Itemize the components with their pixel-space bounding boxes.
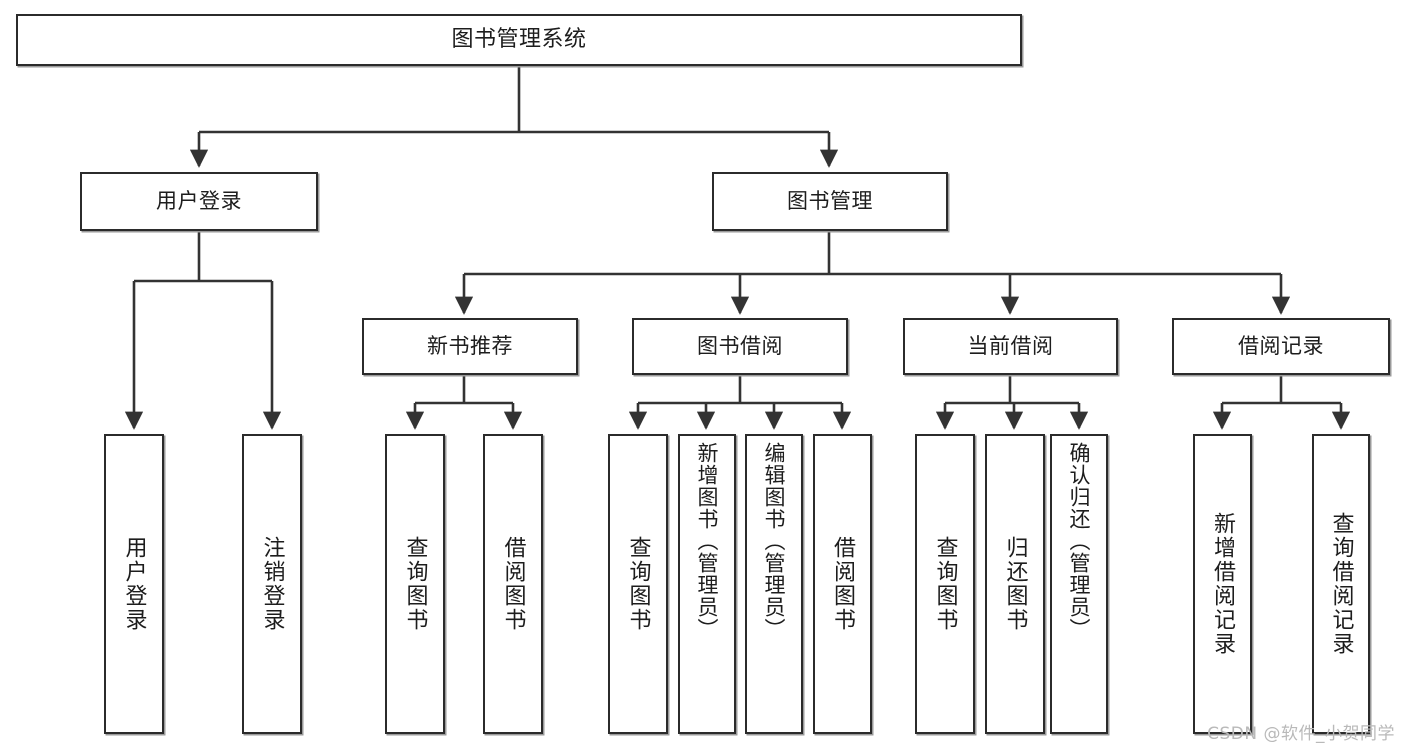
leaf-logout[interactable]: 注销登录 [242, 434, 302, 734]
leaf-borrow-book-b[interactable]: 借阅图书 [813, 434, 872, 734]
leaf-query-record-label: 查询借阅记录 [1328, 512, 1354, 656]
node-book-borrow[interactable]: 图书借阅 [632, 318, 848, 375]
leaf-add-book-label: 新增图书（管理员） [695, 442, 720, 640]
leaf-query-book-b-label: 查询图书 [625, 536, 651, 632]
leaf-confirm-return[interactable]: 确认归还（管理员） [1050, 434, 1108, 734]
leaf-user-login-label: 用户登录 [121, 536, 147, 632]
node-book-borrow-label: 图书借阅 [697, 334, 783, 359]
leaf-borrow-book-b-label: 借阅图书 [830, 536, 856, 632]
leaf-query-book-b[interactable]: 查询图书 [608, 434, 668, 734]
leaf-borrow-book-a[interactable]: 借阅图书 [483, 434, 543, 734]
leaf-borrow-book-a-label: 借阅图书 [500, 536, 526, 632]
watermark: CSDN @软件_小贺同学 [1207, 724, 1395, 744]
leaf-query-book-c-label: 查询图书 [932, 536, 958, 632]
leaf-edit-book-label: 编辑图书（管理员） [762, 442, 787, 640]
node-new-book-recommend[interactable]: 新书推荐 [362, 318, 578, 375]
node-book-manage-label: 图书管理 [787, 189, 873, 214]
node-current-borrow[interactable]: 当前借阅 [903, 318, 1118, 375]
leaf-query-book-a[interactable]: 查询图书 [385, 434, 445, 734]
node-user-login[interactable]: 用户登录 [80, 172, 318, 231]
node-new-book-recommend-label: 新书推荐 [427, 334, 513, 359]
node-borrow-record[interactable]: 借阅记录 [1172, 318, 1390, 375]
node-root[interactable]: 图书管理系统 [16, 14, 1022, 66]
leaf-logout-label: 注销登录 [259, 536, 285, 632]
leaf-query-book-a-label: 查询图书 [402, 536, 428, 632]
leaf-add-record-label: 新增借阅记录 [1210, 512, 1236, 656]
node-user-login-label: 用户登录 [156, 189, 242, 214]
leaf-user-login[interactable]: 用户登录 [104, 434, 164, 734]
leaf-add-book[interactable]: 新增图书（管理员） [678, 434, 736, 734]
node-current-borrow-label: 当前借阅 [967, 334, 1054, 359]
leaf-query-book-c[interactable]: 查询图书 [915, 434, 975, 734]
leaf-return-book[interactable]: 归还图书 [985, 434, 1045, 734]
node-root-label: 图书管理系统 [451, 27, 587, 53]
leaf-confirm-return-label: 确认归还（管理员） [1067, 442, 1092, 640]
node-borrow-record-label: 借阅记录 [1238, 334, 1324, 359]
leaf-add-record[interactable]: 新增借阅记录 [1193, 434, 1252, 734]
node-book-manage[interactable]: 图书管理 [712, 172, 948, 231]
leaf-edit-book[interactable]: 编辑图书（管理员） [745, 434, 803, 734]
leaf-return-book-label: 归还图书 [1002, 536, 1028, 632]
leaf-query-record[interactable]: 查询借阅记录 [1312, 434, 1370, 734]
